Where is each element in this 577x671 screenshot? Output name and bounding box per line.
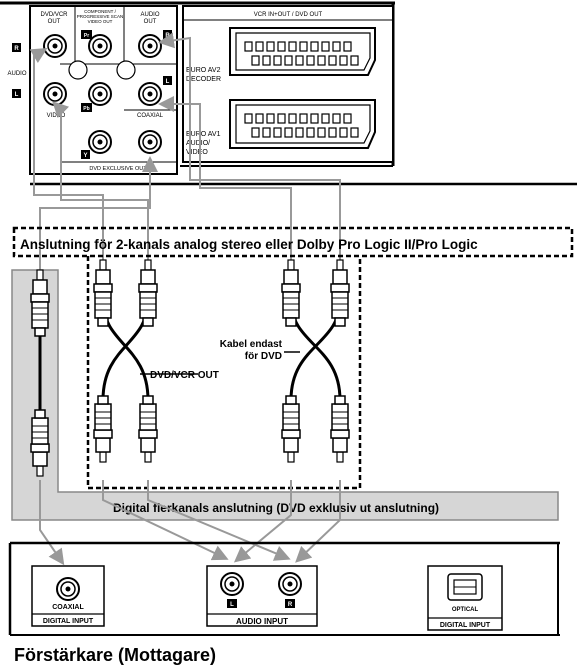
receiver-panel: [8, 541, 560, 636]
receiver-coaxial-label: COAXIAL: [52, 604, 84, 611]
scart-pin: [299, 113, 308, 124]
badge-pr: Pr: [84, 33, 89, 39]
dvd-vcr-out-label-2: OUT: [48, 19, 61, 25]
scart-pin: [332, 113, 341, 124]
scart-pin: [266, 113, 275, 124]
scart-pin: [299, 41, 308, 52]
badge-l-audio-out: L: [166, 79, 170, 85]
audio-side-label: AUDIO: [7, 71, 26, 77]
scart-pin: [317, 55, 326, 66]
scart-pin: [332, 41, 341, 52]
scart-pin: [350, 127, 359, 138]
dvd-vcr-out-label: DVD/VCR OUT: [150, 370, 219, 381]
badge-l-top: L: [15, 92, 19, 98]
analog-frame: [12, 226, 574, 490]
component-label-3: VIDEO OUT: [88, 19, 113, 24]
analog-title: Anslutning för 2-kanals analog stereo el…: [20, 237, 478, 252]
dvd-exclusive-label: DVD EXCLUSIVE OUT: [89, 166, 147, 172]
scart-pin: [288, 113, 297, 124]
scart-pin: [339, 127, 348, 138]
euro-av2-label-2: DECODER: [186, 76, 221, 83]
cable-only-label-1: Kabel endast: [220, 339, 283, 350]
badge-pb: Pb: [83, 106, 89, 112]
scart-pin: [251, 55, 260, 66]
receiver-caption: Förstärkare (Mottagare): [14, 645, 216, 665]
scart-pin: [244, 41, 253, 52]
scart-pin: [255, 113, 264, 124]
audio-out-label-1: AUDIO: [140, 12, 159, 18]
scart-pin: [328, 55, 337, 66]
badge-l-receiver: L: [230, 602, 234, 608]
panel-jacks: [43, 34, 162, 154]
euro-av1-label-1: EURO AV1: [186, 131, 221, 138]
scart-pin: [343, 113, 352, 124]
scart-pin: [244, 113, 253, 124]
dvd-vcr-out-cable: [93, 259, 158, 463]
scart-pin: [262, 127, 271, 138]
scart-pin: [339, 55, 348, 66]
badge-r-receiver: R: [288, 602, 293, 608]
coaxial-cable: [30, 269, 50, 477]
vcr-in-out-header: VCR IN+OUT / DVD OUT: [254, 12, 323, 18]
scart-pin: [255, 41, 264, 52]
cable-routes-top: [29, 32, 341, 270]
badge-r-top: R: [14, 46, 19, 52]
receiver-audio-input: AUDIO INPUT: [236, 617, 288, 626]
euro-av1-label-3: VIDEO: [186, 149, 208, 156]
scart-pin: [277, 113, 286, 124]
scart-pin: [306, 55, 315, 66]
scart-pin: [251, 127, 260, 138]
audio-out-label-2: OUT: [144, 19, 157, 25]
scart-pin: [317, 127, 326, 138]
scart-pin: [321, 113, 330, 124]
scart-pins: [244, 41, 359, 138]
scart-pin: [288, 41, 297, 52]
component-label-1: COMPONENT /: [84, 9, 116, 14]
cable-only-label-2: för DVD: [245, 351, 282, 362]
dvd-only-cable: [281, 259, 350, 463]
scart-pin: [266, 41, 275, 52]
digital-multichannel-label: Digital flerkanals anslutning (DVD exklu…: [113, 501, 439, 515]
scart-pin: [350, 55, 359, 66]
receiver-digital-input-2: DIGITAL INPUT: [440, 622, 491, 629]
badge-r-audio-out: R: [165, 33, 170, 39]
scart-pin: [321, 41, 330, 52]
euro-av2-label-1: EURO AV2: [186, 67, 221, 74]
scart-pin: [273, 55, 282, 66]
scart-pin: [284, 127, 293, 138]
component-label-2: PROGRESSIVE SCAN: [77, 14, 124, 19]
coaxial-label: COAXIAL: [137, 113, 164, 119]
cable-routes-bottom: [39, 480, 341, 566]
video-label: VIDEO: [47, 113, 66, 119]
scart-pin: [284, 55, 293, 66]
scart-pin: [273, 127, 282, 138]
scart-pin: [310, 113, 319, 124]
euro-av1-label-2: AUDIO/: [186, 140, 210, 147]
scart-pin: [295, 55, 304, 66]
scart-pin: [306, 127, 315, 138]
scart-pin: [295, 127, 304, 138]
scart-pin: [262, 55, 271, 66]
scart-pin: [277, 41, 286, 52]
receiver-digital-input-1: DIGITAL INPUT: [43, 618, 94, 625]
scart-pin: [328, 127, 337, 138]
digital-band: [11, 269, 559, 521]
scart-pin: [310, 41, 319, 52]
dvd-vcr-out-label-1: DVD/VCR: [40, 12, 68, 18]
receiver-optical-label: OPTICAL: [452, 607, 479, 613]
badge-y: Y: [83, 153, 87, 159]
scart-pin: [343, 41, 352, 52]
